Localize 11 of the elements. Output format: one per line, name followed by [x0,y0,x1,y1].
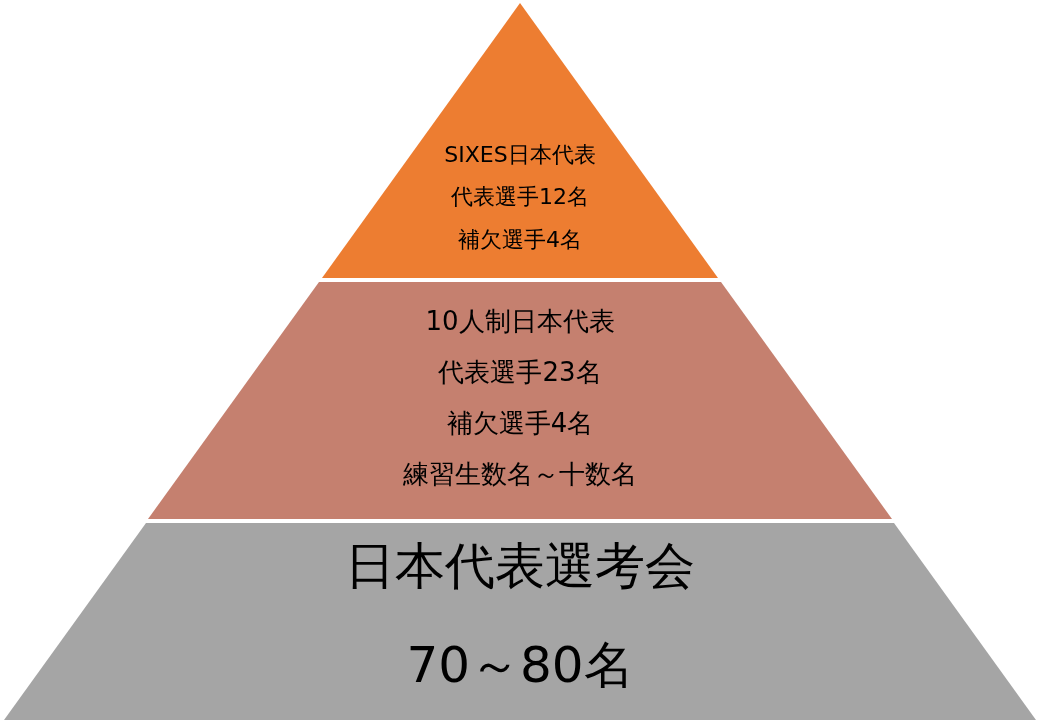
tier-label: 70～80名 [406,637,634,695]
pyramid-tier [148,282,892,519]
tier-label: 代表選手23名 [438,358,602,388]
tier-label: SIXES日本代表 [444,142,596,168]
tier-label: 代表選手12名 [451,184,589,210]
tier-label: 10人制日本代表 [425,307,615,337]
tier-label: 日本代表選考会 [345,538,695,596]
tier-label: 練習生数名～十数名 [403,460,637,490]
tier-label: 補欠選手4名 [458,227,582,253]
tier-label: 補欠選手4名 [446,409,594,439]
pyramid-tier [322,3,718,278]
